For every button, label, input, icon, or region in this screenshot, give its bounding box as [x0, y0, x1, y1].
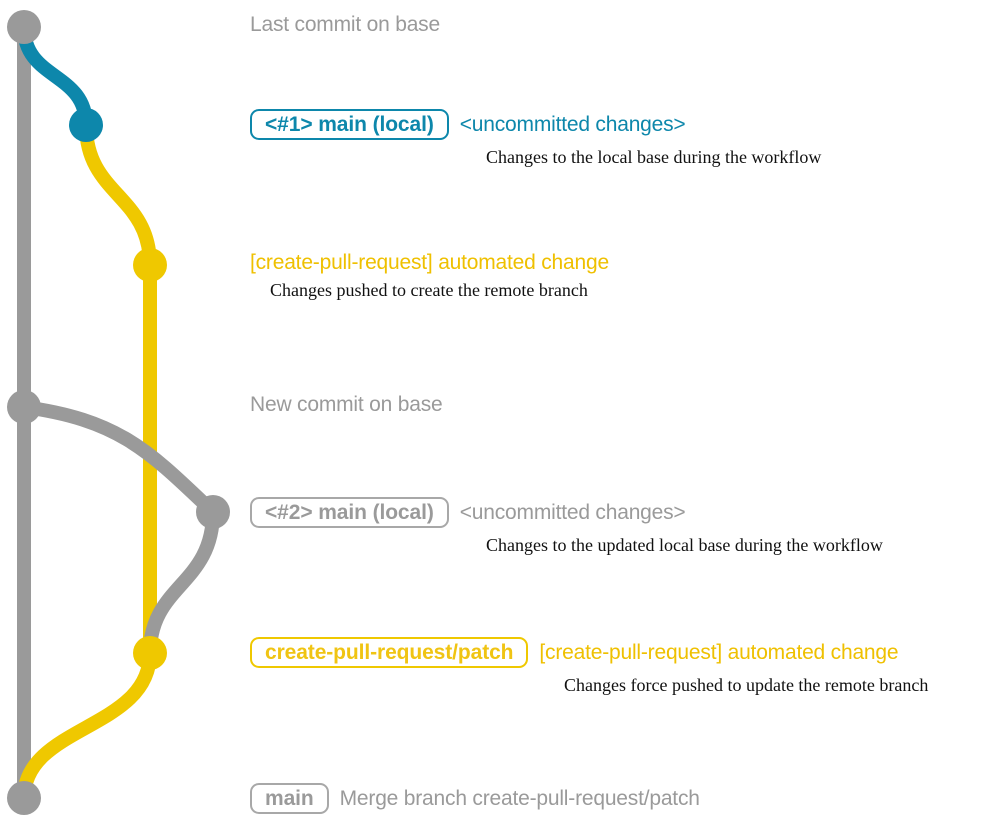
commit-row-new-commit-on-base: New commit on base — [250, 393, 443, 416]
row-head: Last commit on base — [250, 14, 440, 35]
edge-local1-to-patch1 — [79, 118, 157, 272]
commit-row-automated-change-2: create-pull-request/patch [create-pull-r… — [250, 637, 928, 696]
node-local-1 — [69, 108, 103, 142]
commit-note: Changes to the updated local base during… — [486, 535, 883, 555]
commit-subject: Merge branch create-pull-request/patch — [339, 787, 700, 810]
commit-row-last-commit-on-base: Last commit on base — [250, 14, 440, 35]
commit-subject: <uncommitted changes> — [459, 113, 686, 136]
row-head: [create-pull-request] automated change — [250, 252, 609, 273]
row-head: New commit on base — [250, 393, 443, 416]
edge-patch2-to-merge — [17, 646, 157, 805]
commit-nodes — [7, 10, 230, 815]
row-head: create-pull-request/patch [create-pull-r… — [250, 637, 928, 668]
commit-subject: Last commit on base — [250, 13, 440, 36]
edge-base-to-local2 — [17, 400, 220, 519]
commit-note: Changes force pushed to update the remot… — [564, 675, 929, 695]
commit-subject: [create-pull-request] automated change — [539, 641, 899, 664]
commit-row-local-2: <#2> main (local) <uncommitted changes> … — [250, 497, 883, 556]
node-local-2 — [196, 495, 230, 529]
node-merge-commit — [7, 781, 41, 815]
row-head: main Merge branch create-pull-request/pa… — [250, 783, 700, 814]
commit-note: Changes pushed to create the remote bran… — [270, 280, 588, 300]
ref-badge-local-2[interactable]: <#2> main (local) — [250, 497, 449, 528]
ref-badge-local-1[interactable]: <#1> main (local) — [250, 109, 449, 140]
commit-row-local-1: <#1> main (local) <uncommitted changes> … — [250, 109, 821, 168]
node-last-commit-on-base — [7, 10, 41, 44]
commit-note: Changes to the local base during the wor… — [486, 147, 822, 167]
node-new-commit-on-base — [7, 390, 41, 424]
commit-row-merge-commit: main Merge branch create-pull-request/pa… — [250, 783, 700, 814]
node-automated-change-1 — [133, 248, 167, 282]
commit-subject: <uncommitted changes> — [459, 501, 686, 524]
ref-badge-main[interactable]: main — [250, 783, 329, 814]
row-head: <#1> main (local) <uncommitted changes> — [250, 109, 821, 140]
ref-badge-create-pull-request-patch[interactable]: create-pull-request/patch — [250, 637, 529, 668]
commit-row-automated-change-1: [create-pull-request] automated change C… — [250, 252, 609, 301]
node-automated-change-2 — [133, 636, 167, 670]
row-head: <#2> main (local) <uncommitted changes> — [250, 497, 883, 528]
edge-local2-to-patch2 — [143, 505, 220, 660]
commit-subject: New commit on base — [250, 393, 443, 416]
commit-subject: [create-pull-request] automated change — [250, 251, 609, 274]
